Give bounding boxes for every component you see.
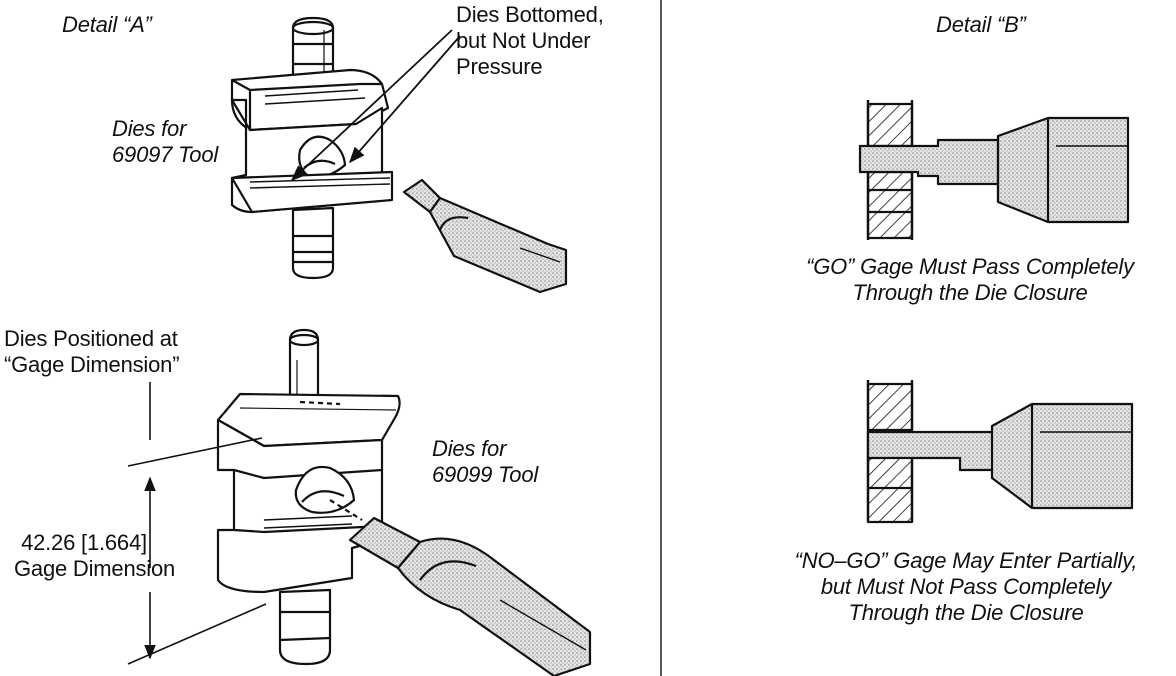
- go-gage-section: [858, 100, 1130, 240]
- tool-label-line-2: 69099 Tool: [432, 462, 539, 487]
- callout-line-2: but Not Under: [456, 28, 591, 53]
- go-caption-line-2: Through the Die Closure: [852, 280, 1088, 305]
- nogo-caption-line-3: Through the Die Closure: [848, 600, 1084, 625]
- go-gage-caption: “GO” Gage Must Pass Completely Through t…: [760, 254, 1176, 306]
- dies-positioned-callout: Dies Positioned at “Gage Dimension”: [4, 326, 180, 378]
- nogo-gage-section: [866, 380, 1134, 524]
- callout-line-3: Pressure: [456, 54, 543, 79]
- tool-label-line-1: Dies for: [112, 116, 187, 141]
- detail-a-title: Detail “A”: [62, 12, 152, 37]
- nogo-gage-caption: “NO–GO” Gage May Enter Partially, but Mu…: [756, 548, 1176, 626]
- nogo-caption-line-2: but Must Not Pass Completely: [820, 574, 1112, 599]
- tool-label-line-1: Dies for: [432, 436, 507, 461]
- positioned-line-1: Dies Positioned at: [4, 326, 178, 351]
- gage-dimension: [127, 382, 267, 665]
- dies-69099-label: Dies for 69099 Tool: [432, 436, 538, 488]
- gage-dimension-label: 42.26 [1.664] Gage Dimension: [14, 530, 176, 582]
- die-69099-illustration: [216, 328, 401, 666]
- positioned-line-2: “Gage Dimension”: [4, 352, 180, 377]
- die-69097-illustration: [230, 16, 394, 280]
- dimension-caption: Gage Dimension: [14, 556, 176, 581]
- tool-label-line-2: 69097 Tool: [112, 142, 219, 167]
- gage-probe-bottom: [348, 516, 592, 676]
- dies-69097-label: Dies for 69097 Tool: [112, 116, 218, 168]
- callout-arrows-top: [290, 29, 461, 182]
- callout-line-1: Dies Bottomed,: [456, 2, 604, 27]
- nogo-caption-line-1: “NO–GO” Gage May Enter Partially,: [794, 548, 1138, 573]
- go-caption-line-1: “GO” Gage Must Pass Completely: [806, 254, 1134, 279]
- dies-bottomed-callout: Dies Bottomed, but Not Under Pressure: [456, 2, 604, 80]
- detail-b-title: Detail “B”: [936, 12, 1026, 37]
- dimension-value: 42.26 [1.664]: [21, 530, 147, 555]
- gage-probe-top: [402, 178, 568, 294]
